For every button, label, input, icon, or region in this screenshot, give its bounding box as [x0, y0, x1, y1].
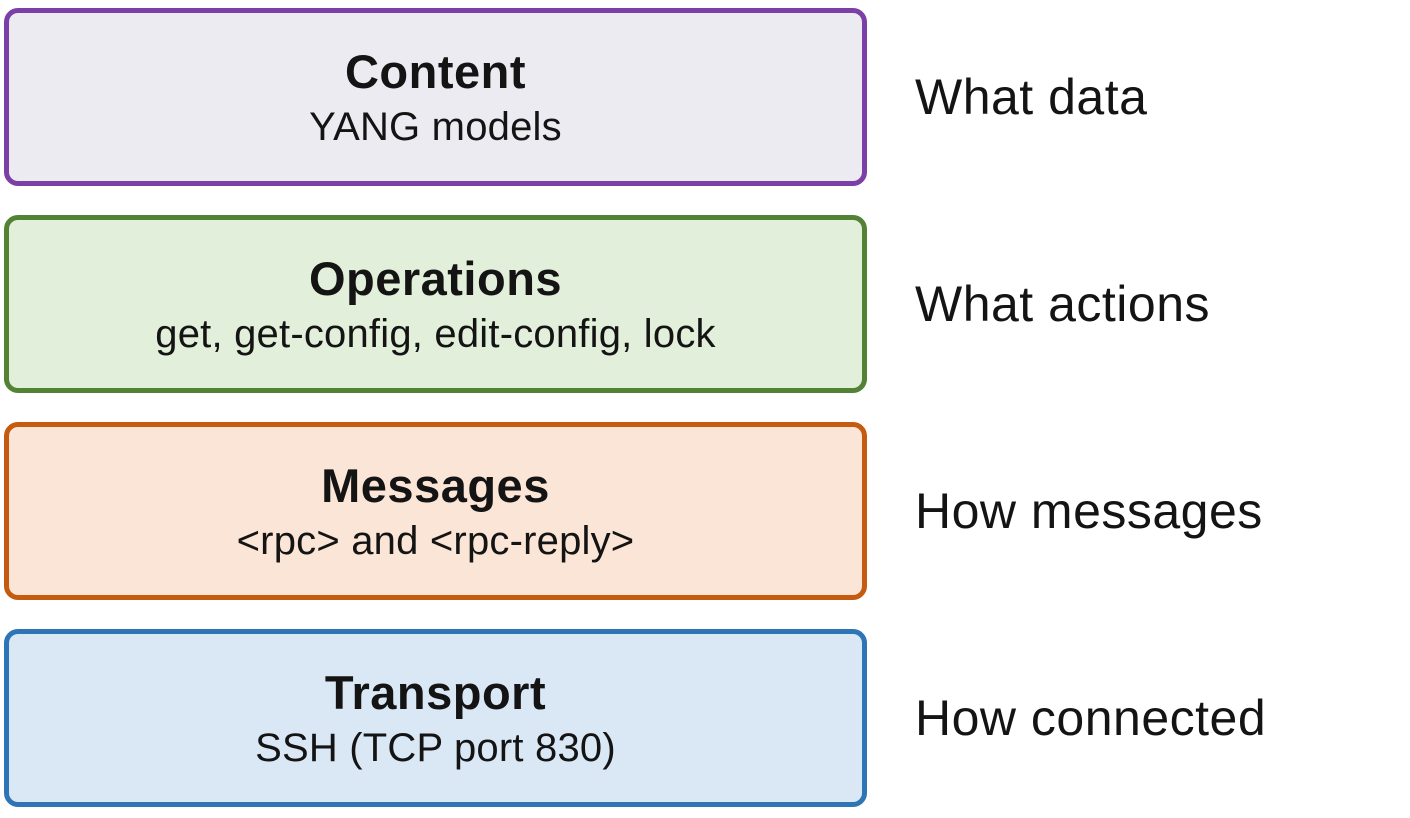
- layer-detail-messages: <rpc> and <rpc-reply>: [236, 518, 635, 563]
- layer-title-transport: Transport: [324, 665, 547, 719]
- annotation-how-connected: How connected: [915, 690, 1267, 746]
- layer-detail-transport: SSH (TCP port 830): [255, 725, 616, 770]
- layer-box-transport: Transport SSH (TCP port 830): [4, 629, 867, 807]
- annotation-how-messages: How messages: [915, 483, 1263, 539]
- layer-detail-content: YANG models: [309, 104, 562, 149]
- layer-box-messages: Messages <rpc> and <rpc-reply>: [4, 422, 867, 600]
- layer-title-content: Content: [344, 44, 526, 98]
- layer-detail-operations: get, get-config, edit-config, lock: [155, 311, 716, 356]
- layer-box-content: Content YANG models: [4, 8, 867, 186]
- layer-title-messages: Messages: [321, 458, 550, 512]
- layer-title-operations: Operations: [308, 251, 563, 305]
- layer-box-operations: Operations get, get-config, edit-config,…: [4, 215, 867, 393]
- annotation-what-actions: What actions: [915, 276, 1211, 332]
- annotation-what-data: What data: [915, 69, 1148, 125]
